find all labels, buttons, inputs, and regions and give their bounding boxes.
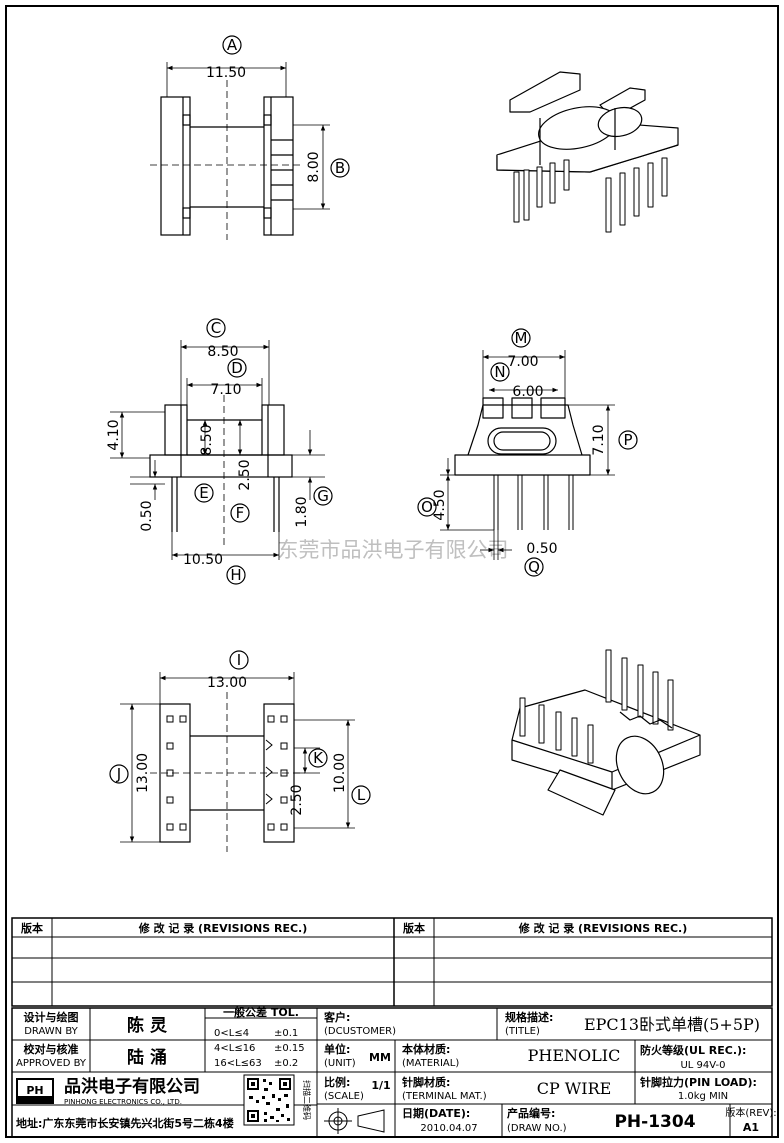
dim-E-label: E — [199, 484, 208, 502]
draw-no-label-cn: 产品编号: — [507, 1106, 555, 1120]
dim-L-label: L — [357, 786, 366, 804]
rev-col-record-right: 修 改 记 录 (REVISIONS REC.) — [518, 921, 688, 935]
dim-K-value: 2.50 — [289, 784, 305, 815]
dim-M-label: M — [515, 329, 528, 347]
dim-G-value: 1.80 — [294, 496, 310, 527]
material-label-cn: 本体材质: — [402, 1042, 450, 1056]
projection-symbol-icon — [324, 1108, 385, 1134]
dim-D-value: 7.10 — [210, 382, 241, 398]
dim-Q-label: Q — [528, 558, 540, 576]
tolerance-range-2: 4<L≤16 — [214, 1043, 255, 1054]
unit-value: MM — [369, 1051, 391, 1064]
side-view — [417, 328, 638, 577]
dim-4-10-value: 4.10 — [106, 419, 122, 450]
iso-view-bottom — [511, 649, 701, 816]
dim-I-label: I — [237, 651, 241, 669]
approver-label-en: APPROVED BY — [16, 1058, 87, 1069]
date-value: 2010.04.07 — [420, 1123, 477, 1134]
approver-label-cn: 校对与核准 — [24, 1042, 79, 1056]
unit-label-en: (UNIT) — [324, 1058, 356, 1069]
dim-J-label: J — [116, 765, 121, 783]
tolerance-title: 一般公差 TOL. — [223, 1005, 299, 1019]
dim-J-value: 13.00 — [135, 753, 151, 793]
dim-O-label: O — [421, 498, 433, 516]
company-logo-icon: PH — [16, 1078, 54, 1104]
tolerance-value-1: ±0.1 — [274, 1028, 298, 1039]
company-name-cn: 品洪电子有限公司 — [64, 1076, 200, 1097]
tolerance-value-2: ±0.15 — [274, 1043, 305, 1054]
dim-H-value: 10.50 — [183, 552, 223, 568]
bottom-view — [109, 650, 371, 852]
company-name-en: PINHONG ELECTRONICS CO., LTD. — [64, 1098, 182, 1106]
terminal-value: CP WIRE — [537, 1079, 612, 1098]
dim-Q-value: 0.50 — [526, 541, 557, 557]
dim-H-label: H — [230, 566, 241, 584]
customer-label-en: (DCUSTOMER) — [324, 1026, 396, 1037]
top-view — [150, 35, 350, 240]
fire-rating-label: 防火等级(UL REC.): — [640, 1043, 746, 1057]
dim-0-50-value: 0.50 — [139, 500, 155, 531]
date-label: 日期(DATE): — [402, 1106, 470, 1120]
approver-name: 陆 涌 — [127, 1048, 167, 1068]
scale-label-cn: 比例: — [324, 1075, 350, 1089]
title-label-en: (TITLE) — [505, 1026, 540, 1037]
rev-col-version-left: 版本 — [21, 921, 43, 935]
customer-label-cn: 客户: — [323, 1010, 350, 1024]
company-address: 地址:广东东莞市长安镇先兴北街5号二栋4楼 — [16, 1116, 234, 1130]
revision-value: A1 — [743, 1121, 759, 1134]
revision-label: 版本(REV): — [725, 1106, 776, 1119]
material-value: PHENOLIC — [528, 1046, 621, 1065]
dim-F-label: F — [236, 504, 245, 522]
dim-I-value: 13.00 — [207, 675, 247, 691]
iso-view-top — [496, 71, 679, 233]
dim-P-value: 7.10 — [591, 424, 607, 455]
dim-N-value: 6.00 — [512, 384, 543, 400]
dim-B-label: B — [335, 159, 345, 177]
front-view — [110, 318, 333, 585]
terminal-label-cn: 针脚材质: — [402, 1075, 450, 1089]
qr-side-text: 扫描二维码 — [302, 1080, 312, 1120]
rev-col-version-right: 版本 — [403, 921, 425, 935]
dim-N-label: N — [494, 363, 505, 381]
dim-K-label: K — [313, 749, 324, 767]
draw-no-label-en: (DRAW NO.) — [507, 1123, 567, 1134]
dim-G-label: G — [317, 487, 329, 505]
title-block-grid — [11, 1007, 773, 1138]
dim-M-value: 7.00 — [507, 354, 538, 370]
qr-code-icon — [243, 1074, 295, 1126]
tolerance-range-3: 16<L≤63 — [214, 1058, 262, 1069]
title-label-cn: 规格描述: — [505, 1010, 553, 1024]
dim-C-value: 8.50 — [207, 344, 238, 360]
scale-label-en: (SCALE) — [324, 1091, 364, 1102]
designer-label-en: DRAWN BY — [24, 1026, 78, 1037]
fire-rating-value: UL 94V-0 — [680, 1060, 725, 1071]
pin-load-value: 1.0kg MIN — [678, 1091, 728, 1102]
dim-O-value: 4.50 — [432, 489, 448, 520]
dim-8-50-value: 8.50 — [199, 424, 215, 455]
dim-C-label: C — [211, 319, 221, 337]
title-value: EPC13卧式单槽(5+5P) — [584, 1015, 760, 1034]
rev-col-record-left: 修 改 记 录 (REVISIONS REC.) — [138, 921, 308, 935]
company-logo-text: PH — [26, 1084, 43, 1097]
dim-F-value: 2.50 — [237, 459, 253, 490]
dim-P-label: P — [623, 431, 632, 449]
terminal-label-en: (TERMINAL MAT.) — [402, 1091, 487, 1102]
tolerance-value-3: ±0.2 — [274, 1058, 298, 1069]
tolerance-range-1: 0<L≤4 — [214, 1028, 249, 1039]
revisions-table — [11, 917, 773, 1007]
dim-A-label: A — [227, 36, 238, 54]
designer-label-cn: 设计与绘图 — [24, 1010, 79, 1024]
dim-L-value: 10.00 — [332, 753, 348, 793]
dim-B-value: 8.00 — [306, 151, 322, 182]
watermark: 东莞市品洪电子有限公司 — [278, 538, 509, 562]
draw-no-value: PH-1304 — [614, 1112, 695, 1132]
unit-label-cn: 单位: — [324, 1042, 350, 1056]
pin-load-label: 针脚拉力(PIN LOAD): — [640, 1075, 757, 1089]
scale-value: 1/1 — [371, 1079, 390, 1092]
dim-A-value: 11.50 — [206, 65, 246, 81]
designer-name: 陈 灵 — [127, 1015, 168, 1036]
dim-D-label: D — [231, 359, 243, 377]
material-label-en: (MATERIAL) — [402, 1058, 459, 1069]
